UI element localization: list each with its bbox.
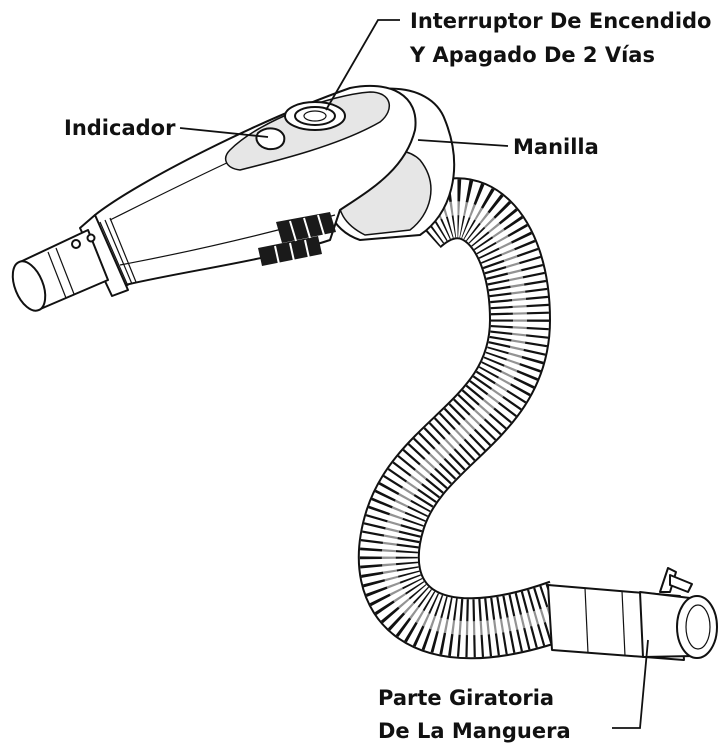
- swivel-label-line1: Parte Giratoria: [378, 686, 554, 710]
- switch-leader-line: [325, 19, 400, 111]
- hose-swivel: [547, 567, 718, 661]
- handle-leader-line: [417, 139, 509, 147]
- collar-ribs: [99, 217, 137, 287]
- two-way-switch: [284, 101, 346, 131]
- swivel-leader-line: [612, 639, 649, 729]
- indicator-label: Indicador: [64, 116, 176, 140]
- switch-label-line2: Y Apagado De 2 Vías: [409, 43, 655, 67]
- vent-grille: [258, 212, 336, 266]
- switch-label-line1: Interruptor De Encendido: [410, 9, 712, 33]
- flexible-hose: [357, 177, 571, 660]
- indicator-leader-line: [179, 127, 269, 138]
- swivel-label-line2: De La Manguera: [378, 719, 571, 743]
- nozzle-tube: [11, 229, 109, 312]
- indicator-light: [255, 127, 286, 151]
- handle-label: Manilla: [513, 135, 599, 159]
